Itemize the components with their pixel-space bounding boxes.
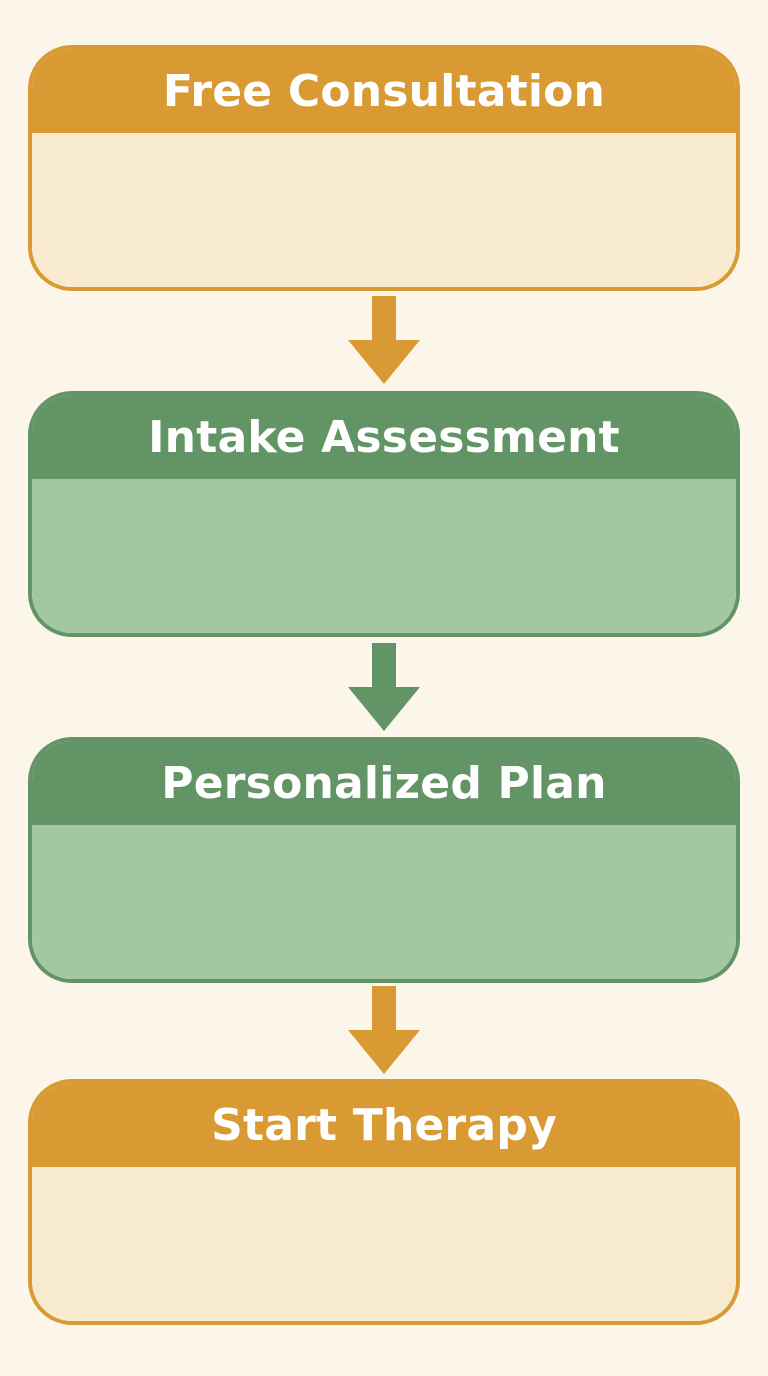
down-arrow-icon bbox=[348, 986, 420, 1074]
step-personalized-plan: Personalized Plan bbox=[28, 737, 740, 983]
step-title: Intake Assessment bbox=[32, 395, 736, 479]
step-title: Personalized Plan bbox=[32, 741, 736, 825]
step-intake-assessment: Intake Assessment bbox=[28, 391, 740, 637]
down-arrow-icon bbox=[348, 296, 420, 384]
step-start-therapy: Start Therapy bbox=[28, 1079, 740, 1325]
step-free-consultation: Free Consultation bbox=[28, 45, 740, 291]
step-title: Start Therapy bbox=[32, 1083, 736, 1167]
step-body bbox=[32, 825, 736, 979]
step-title: Free Consultation bbox=[32, 49, 736, 133]
step-body bbox=[32, 133, 736, 287]
step-body bbox=[32, 479, 736, 633]
step-body bbox=[32, 1167, 736, 1321]
down-arrow-icon bbox=[348, 643, 420, 731]
